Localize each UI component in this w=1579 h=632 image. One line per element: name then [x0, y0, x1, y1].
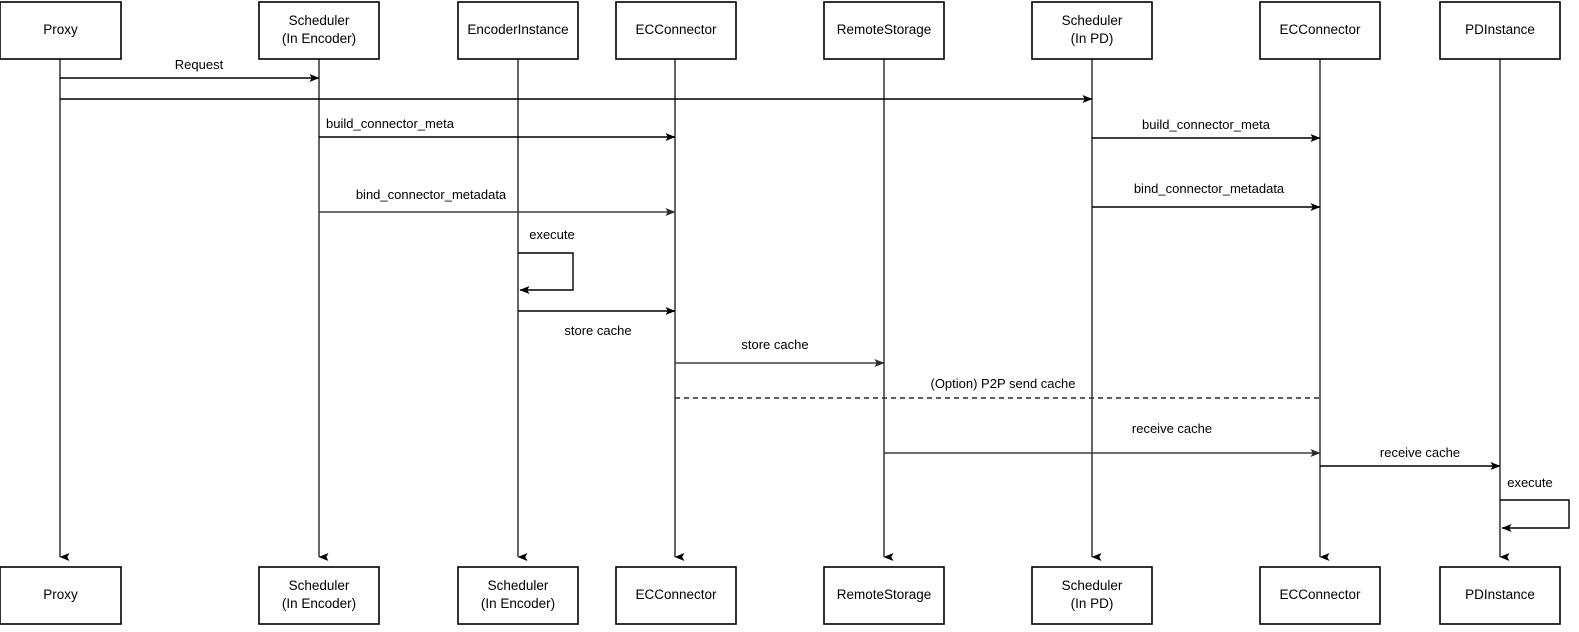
message-label-m11: receive cache — [1380, 445, 1460, 460]
message-m1: Request — [60, 57, 320, 82]
participant-header-label-proxy: Proxy — [43, 22, 78, 37]
message-m5: bind_connector_metadata — [319, 187, 676, 216]
participant-header-label-pd_instance: PDInstance — [1465, 22, 1535, 37]
participant-header-box-remote_storage[interactable] — [823, 1, 945, 60]
participant-footer-sublabel-scheduler_enc2: (In Encoder) — [481, 596, 555, 611]
participant-footer-pd_instance[interactable]: PDInstance — [1439, 566, 1561, 625]
message-label-m6: bind_connector_metadata — [1134, 181, 1285, 196]
participant-header-label-scheduler_pd: Scheduler — [1062, 13, 1123, 28]
participant-header-box-pd_instance[interactable] — [1439, 1, 1561, 60]
self-message-label-s2: execute — [1507, 475, 1553, 490]
message-label-m1: Request — [175, 57, 224, 72]
participant-header-label-ec_connector_r: ECConnector — [1279, 22, 1361, 37]
participant-footer-box-scheduler_enc[interactable] — [258, 566, 380, 625]
self-message-path-s2 — [1500, 499, 1570, 532]
participant-header-sublabel-scheduler_enc: (In Encoder) — [282, 31, 356, 46]
participant-header-box-ec_connector_l[interactable] — [615, 1, 737, 60]
participant-footer-scheduler_enc[interactable]: Scheduler (In Encoder) — [258, 566, 380, 625]
participant-header-box-scheduler_enc[interactable] — [258, 1, 380, 60]
participant-footer-box-scheduler_enc2[interactable] — [457, 566, 579, 625]
participant-footer-sublabel-scheduler_enc: (In Encoder) — [282, 596, 356, 611]
footer-participant-boxes: Proxy Scheduler (In Encoder) Scheduler (In E… — [0, 566, 1561, 625]
self-message-s2: execute — [1500, 475, 1570, 532]
participant-footer-scheduler_pd[interactable]: Scheduler (In PD) — [1031, 566, 1153, 625]
participant-footer-label-scheduler_enc2: Scheduler — [488, 578, 549, 593]
message-label-m4: build_connector_meta — [1142, 117, 1271, 132]
message-label-m8: store cache — [741, 337, 808, 352]
messages-group: Request build_connector_meta build_connect… — [60, 57, 1501, 470]
participant-header-scheduler_pd[interactable]: Scheduler (In PD) — [1031, 1, 1153, 60]
participant-header-box-proxy[interactable] — [0, 1, 122, 60]
participant-footer-box-pd_instance[interactable] — [1439, 566, 1561, 625]
participant-footer-remote_storage[interactable]: RemoteStorage — [823, 566, 945, 625]
participant-header-pd_instance[interactable]: PDInstance — [1439, 1, 1561, 60]
participant-footer-box-remote_storage[interactable] — [823, 566, 945, 625]
message-label-m3: build_connector_meta — [326, 116, 455, 131]
participant-header-box-ec_connector_r[interactable] — [1259, 1, 1381, 60]
message-m11: receive cache — [1320, 445, 1501, 470]
participant-header-box-encoder_inst[interactable] — [457, 1, 579, 60]
participant-footer-sublabel-scheduler_pd: (In PD) — [1071, 596, 1114, 611]
participant-footer-proxy[interactable]: Proxy — [0, 566, 122, 625]
participant-header-label-encoder_inst: EncoderInstance — [467, 22, 568, 37]
participant-header-sublabel-scheduler_pd: (In PD) — [1071, 31, 1114, 46]
message-label-m7: store cache — [564, 323, 631, 338]
participant-header-scheduler_enc[interactable]: Scheduler (In Encoder) — [258, 1, 380, 60]
participant-footer-label-ec_connector_r: ECConnector — [1279, 587, 1361, 602]
participant-header-ec_connector_r[interactable]: ECConnector — [1259, 1, 1381, 60]
participant-footer-label-scheduler_pd: Scheduler — [1062, 578, 1123, 593]
message-label-m5: bind_connector_metadata — [356, 187, 507, 202]
participant-header-box-scheduler_pd[interactable] — [1031, 1, 1153, 60]
participant-header-ec_connector_l[interactable]: ECConnector — [615, 1, 737, 60]
message-m3: build_connector_meta — [319, 116, 676, 141]
self-messages-group: execute execute — [518, 227, 1570, 532]
message-label-m9: (Option) P2P send cache — [930, 376, 1075, 391]
participant-header-label-ec_connector_l: ECConnector — [635, 22, 717, 37]
participant-footer-box-ec_connector_r[interactable] — [1259, 566, 1381, 625]
message-m8: store cache — [675, 337, 885, 367]
participant-footer-box-scheduler_pd[interactable] — [1031, 566, 1153, 625]
participant-footer-ec_connector_r[interactable]: ECConnector — [1259, 566, 1381, 625]
participant-header-proxy[interactable]: Proxy — [0, 1, 122, 60]
participant-header-label-scheduler_enc: Scheduler — [289, 13, 350, 28]
message-m6: bind_connector_metadata — [1092, 181, 1321, 211]
self-message-path-s1 — [518, 252, 574, 294]
participant-footer-box-proxy[interactable] — [0, 566, 122, 625]
self-message-s1: execute — [518, 227, 575, 294]
participant-footer-scheduler_enc2[interactable]: Scheduler (In Encoder) — [457, 566, 579, 625]
header-participant-boxes: Proxy Scheduler (In Encoder) EncoderInstanc… — [0, 1, 1561, 60]
message-label-m10: receive cache — [1132, 421, 1212, 436]
participant-header-remote_storage[interactable]: RemoteStorage — [823, 1, 945, 60]
message-m9: (Option) P2P send cache — [675, 376, 1320, 399]
lifelines-group — [59, 59, 1510, 561]
self-message-label-s1: execute — [529, 227, 575, 242]
participant-footer-label-ec_connector_l: ECConnector — [635, 587, 717, 602]
message-m4: build_connector_meta — [1092, 117, 1321, 142]
participant-footer-label-scheduler_enc: Scheduler — [289, 578, 350, 593]
participant-header-encoder_inst[interactable]: EncoderInstance — [457, 1, 579, 60]
participant-footer-label-pd_instance: PDInstance — [1465, 587, 1535, 602]
participant-header-label-remote_storage: RemoteStorage — [837, 22, 932, 37]
participant-footer-label-remote_storage: RemoteStorage — [837, 587, 932, 602]
message-m10: receive cache — [884, 421, 1321, 457]
participant-footer-ec_connector_l[interactable]: ECConnector — [615, 566, 737, 625]
message-m7: store cache — [518, 307, 676, 338]
participant-footer-label-proxy: Proxy — [43, 587, 78, 602]
participant-footer-box-ec_connector_l[interactable] — [615, 566, 737, 625]
